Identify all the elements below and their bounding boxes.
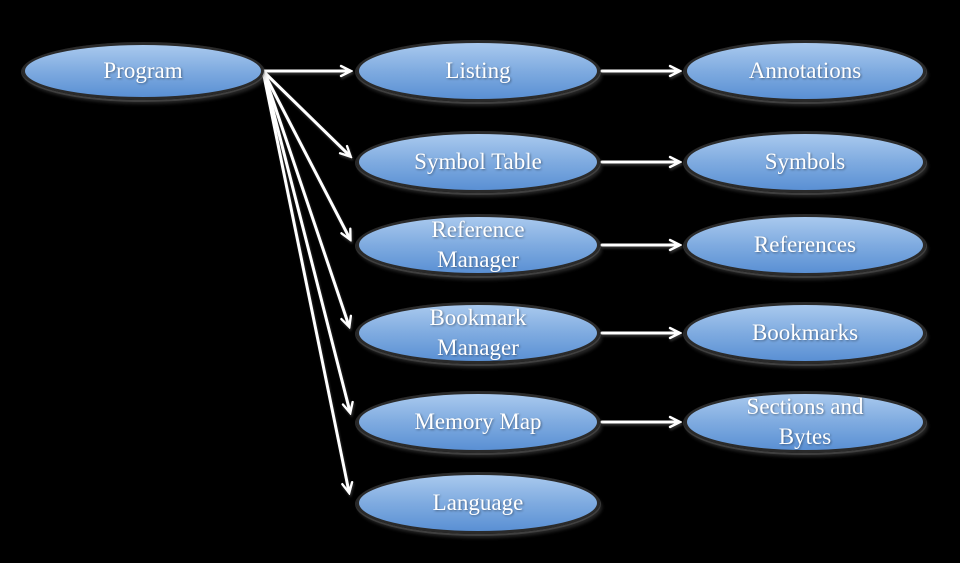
arrow-program-bookmark-manager	[261, 69, 349, 326]
node-bookmark-manager: Bookmark Manager	[356, 302, 600, 364]
node-reference-manager: Reference Manager	[356, 214, 600, 276]
node-symbols: Symbols	[684, 131, 926, 193]
node-language: Language	[356, 472, 600, 534]
arrow-program-reference-manager	[261, 69, 350, 239]
node-memory-map-label: Memory Map	[414, 409, 542, 435]
node-language-label: Language	[432, 490, 524, 516]
node-annotations: Annotations	[684, 40, 926, 102]
arrow-program-language	[261, 69, 349, 492]
node-program: Program	[22, 42, 264, 100]
node-listing: Listing	[356, 40, 600, 102]
node-symbol-table-label: Symbol Table	[414, 149, 542, 175]
node-listing-label: Listing	[445, 58, 511, 84]
node-bookmark-manager-label: Bookmark Manager	[429, 305, 527, 360]
arrow-program-memory-map	[261, 69, 350, 412]
node-bookmarks: Bookmarks	[684, 302, 926, 364]
arrow-program-symbol-table	[261, 69, 350, 156]
node-sections-and-bytes: Sections and Bytes	[684, 391, 926, 453]
node-symbols-label: Symbols	[764, 149, 846, 175]
node-references-label: References	[753, 232, 857, 258]
node-sections-and-bytes-label: Sections and Bytes	[746, 394, 864, 449]
node-symbol-table: Symbol Table	[356, 131, 600, 193]
node-bookmarks-label: Bookmarks	[751, 320, 859, 346]
node-program-label: Program	[103, 58, 183, 84]
node-memory-map: Memory Map	[356, 391, 600, 453]
node-references: References	[684, 214, 926, 276]
node-reference-manager-label: Reference Manager	[431, 217, 525, 272]
node-annotations-label: Annotations	[748, 58, 862, 84]
